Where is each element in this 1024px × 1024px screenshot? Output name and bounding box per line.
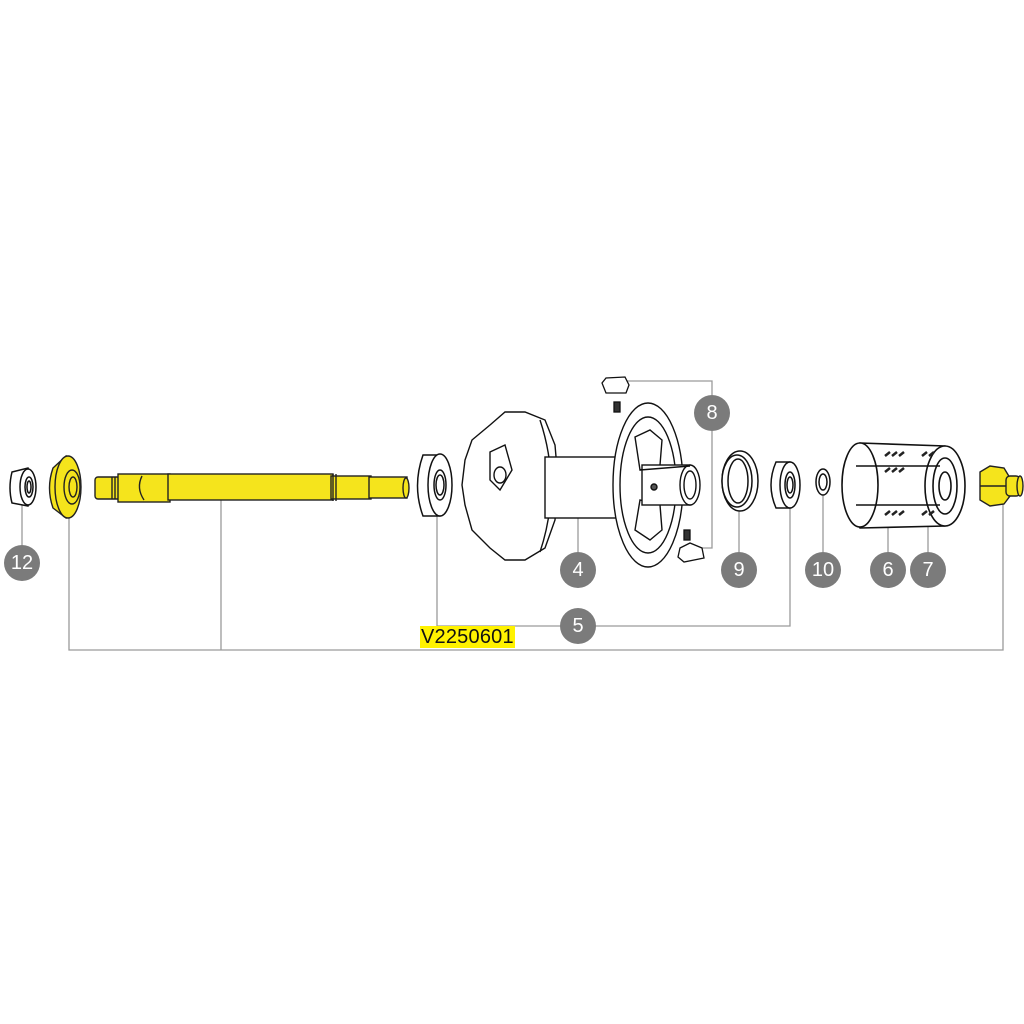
axle-part[interactable] [94, 473, 410, 503]
callout-5[interactable]: 5 [560, 608, 596, 644]
washer-part[interactable] [815, 468, 831, 496]
callout-10[interactable]: 10 [805, 552, 841, 588]
end-cap-left-part[interactable] [9, 467, 37, 507]
callout-9[interactable]: 9 [721, 552, 757, 588]
bearing-left-part[interactable] [416, 453, 453, 517]
seal-ring-part[interactable] [721, 450, 759, 512]
callout-6[interactable]: 6 [870, 552, 906, 588]
callout-7[interactable]: 7 [910, 552, 946, 588]
freehub-body-part[interactable] [841, 442, 966, 529]
callout-8[interactable]: 8 [694, 395, 730, 431]
pawl-spring-set-part[interactable] [601, 376, 705, 563]
hub-body-part[interactable] [461, 402, 701, 568]
part-number-label[interactable]: V2250601 [420, 626, 515, 648]
leader-lines [21, 380, 1004, 651]
callout-4[interactable]: 4 [560, 552, 596, 588]
end-cap-right-part[interactable] [979, 465, 1024, 507]
end-cap-flanged-part[interactable] [48, 454, 82, 520]
callout-12[interactable]: 12 [4, 545, 40, 581]
bearing-right-part[interactable] [770, 461, 801, 509]
